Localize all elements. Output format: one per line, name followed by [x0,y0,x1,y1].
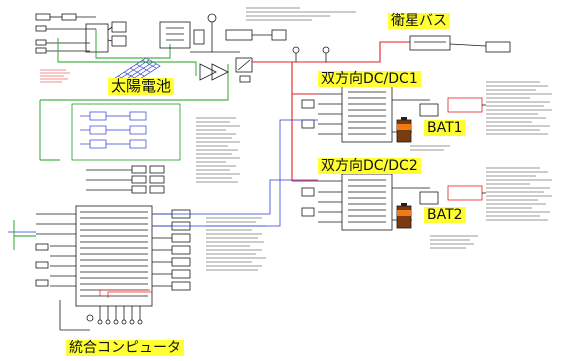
bat2-label: BAT2 [424,207,466,224]
bat1-label: BAT1 [424,120,466,137]
battery2-icon [396,203,412,229]
satellite-bus-label: 衛星バス [388,13,450,30]
integrated-computer-label: 統合コンピュータ [66,340,184,357]
annotation-text-blocks [196,7,552,271]
solar-cell-label: 太陽電池 [108,77,175,96]
dcdc1-label: 双方向DC/DC1 [318,71,421,88]
integrated-computer-section [35,165,191,331]
battery1-icon [396,117,412,143]
solar-cell-section [35,13,287,161]
satellite-bus-wire [252,41,410,182]
dcdc2-label: 双方向DC/DC2 [318,158,421,175]
gain-block-group [71,103,181,161]
